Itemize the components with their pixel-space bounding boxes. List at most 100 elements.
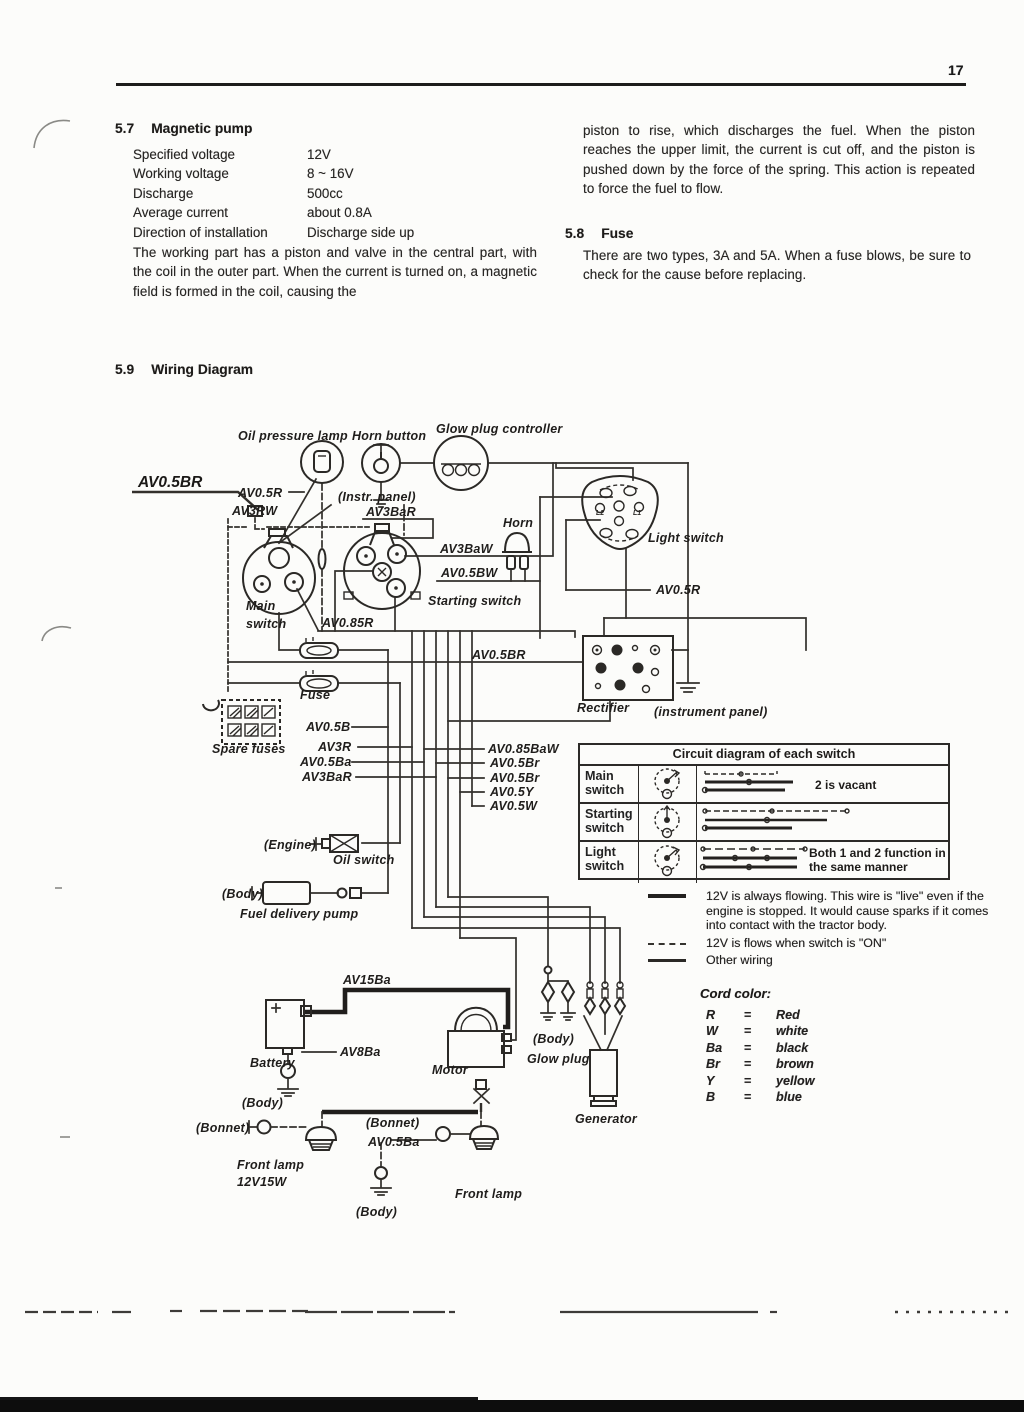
cord-color-row: Ba=black — [706, 1040, 809, 1055]
label-l2: L2 — [596, 510, 604, 517]
table-row: Main switch 2 is vacant — [580, 766, 948, 807]
label-av8ba: AV8Ba — [339, 1045, 381, 1059]
label-oil-switch: Oil switch — [333, 853, 395, 867]
table-row: Light switch Both 1 and 2 function in th… — [580, 842, 948, 883]
label-body-2: (Body) — [242, 1096, 283, 1110]
table-note: 2 is vacant — [815, 778, 877, 792]
main-switch-symbol — [242, 528, 316, 615]
section-title: Magnetic pump — [151, 121, 253, 136]
switch-circuit-table: Circuit diagram of each switch Main swit… — [578, 743, 950, 883]
label-horn: Horn — [503, 516, 533, 530]
label-oil-pressure-lamp: Oil pressure lamp — [238, 429, 348, 443]
section-title: Fuse — [601, 226, 634, 241]
battery-symbol — [265, 999, 312, 1055]
label-av3rw: AV3RW — [231, 504, 278, 518]
thin-line-sample — [648, 953, 688, 968]
label-av3r: AV3R — [317, 740, 351, 754]
fuse-paragraph: There are two types, 3A and 5A. When a f… — [583, 248, 971, 283]
label-main-switch-1: Main — [246, 599, 276, 613]
label-fuel-delivery-pump: Fuel delivery pump — [240, 907, 359, 921]
label-av05br-r2: AV0.5Br — [489, 771, 540, 785]
front-lamp-left-symbol — [304, 1125, 338, 1151]
label-instr-panel: (Instr. panel) — [338, 490, 416, 504]
label-bonnet-left: (Bonnet) — [196, 1121, 249, 1135]
wire-legend: 12V is always flowing. This wire is "liv… — [648, 889, 1000, 971]
header-rule — [116, 83, 966, 86]
label-instrument-panel: (instrument panel) — [654, 705, 768, 719]
glow-plug-controller-symbol — [433, 435, 489, 491]
label-av05w: AV0.5W — [489, 799, 538, 813]
light-switch-symbol — [581, 475, 659, 550]
rectifier-symbol — [582, 635, 674, 701]
legend-text: 12V is flows when switch is "ON" — [706, 935, 887, 950]
contact-diagram: 2 is vacant — [697, 766, 948, 807]
generator-symbol — [589, 1049, 618, 1107]
label-av15ba: AV15Ba — [342, 973, 391, 987]
label-av3bar-2: AV3BaR — [301, 770, 352, 784]
label-glow-plug: Glow plug — [527, 1052, 590, 1066]
label-av3baw: AV3BaW — [439, 542, 494, 556]
contact-diagram — [697, 804, 948, 845]
wires-group — [132, 443, 807, 1196]
label-light-switch: Light switch — [648, 531, 724, 545]
label-front-lamp-left-2: 12V15W — [237, 1175, 287, 1189]
rotary-switch-icon — [639, 804, 697, 845]
legend-item: 12V is always flowing. This wire is "liv… — [648, 889, 1000, 933]
starting-switch-symbol — [343, 523, 421, 610]
cord-color-table: R=Red W=white Ba=black Br=brown Y=yellow… — [706, 1008, 815, 1106]
oil-pressure-lamp-symbol — [300, 440, 344, 484]
section-number: 5.8 — [565, 226, 585, 241]
legend-item: 12V is flows when switch is "ON" — [648, 936, 1000, 951]
table-note: Both 1 and 2 function in the same manner — [809, 846, 946, 874]
scan-dashes — [25, 1309, 1015, 1314]
label-av05br-mid: AV0.5BR — [471, 648, 526, 662]
cord-color-row: R=Red — [706, 1008, 800, 1022]
fuse-symbols — [299, 637, 339, 692]
oil-switch-symbol — [309, 834, 359, 853]
label-av05r: AV0.5R — [237, 486, 282, 500]
label-main-switch-2: switch — [246, 617, 287, 631]
table-row: Starting switch — [580, 804, 948, 845]
section-number: 5.9 — [115, 362, 135, 377]
spare-fuses-symbol — [221, 699, 281, 745]
label-body-4: (Body) — [356, 1205, 397, 1219]
section-heading-5-8: 5.8 Fuse — [565, 226, 633, 241]
label-rectifier: Rectifier — [577, 701, 630, 715]
label-av05ba-2: AV0.5Ba — [367, 1135, 420, 1149]
label-starting-switch: Starting switch — [428, 594, 521, 608]
scan-edge-bar — [0, 1400, 1024, 1412]
label-spare-fuses: Spare fuses — [212, 742, 286, 756]
label-av085baw: AV0.85BaW — [487, 742, 560, 756]
label-av05y: AV0.5Y — [489, 785, 535, 799]
cord-color-title: Cord color: — [700, 986, 772, 1001]
thick-line-sample — [648, 889, 688, 933]
legend-text: Other wiring — [706, 953, 773, 968]
fuel-delivery-pump-symbol — [262, 881, 362, 905]
label-engine: (Engine) — [264, 838, 316, 852]
cord-color-row: B=blue — [706, 1089, 802, 1104]
legend-item: Other wiring — [648, 953, 1000, 968]
cord-color-row: Br=brown — [706, 1057, 814, 1072]
label-av05ba: AV0.5Ba — [299, 755, 352, 769]
front-lamp-right-symbol — [468, 1124, 500, 1150]
connector-symbol — [247, 505, 263, 517]
legend-text: 12V is always flowing. This wire is "liv… — [706, 889, 989, 933]
label-av3bar: AV3BaR — [365, 505, 416, 519]
label-av085r: AV0.85R — [321, 616, 374, 630]
rotary-switch-icon — [639, 842, 697, 883]
components-group — [221, 435, 674, 1151]
motor-symbol — [447, 1006, 512, 1068]
cord-color-row: W=white — [706, 1024, 809, 1039]
contact-diagram: Both 1 and 2 function in the same manner — [697, 842, 948, 883]
diagram-labels: Oil pressure lamp Horn button Glow plug … — [137, 422, 768, 1219]
section-title: Wiring Diagram — [151, 362, 254, 377]
page-number: 17 — [948, 62, 964, 78]
cord-color-row: Y=yellow — [706, 1073, 815, 1088]
